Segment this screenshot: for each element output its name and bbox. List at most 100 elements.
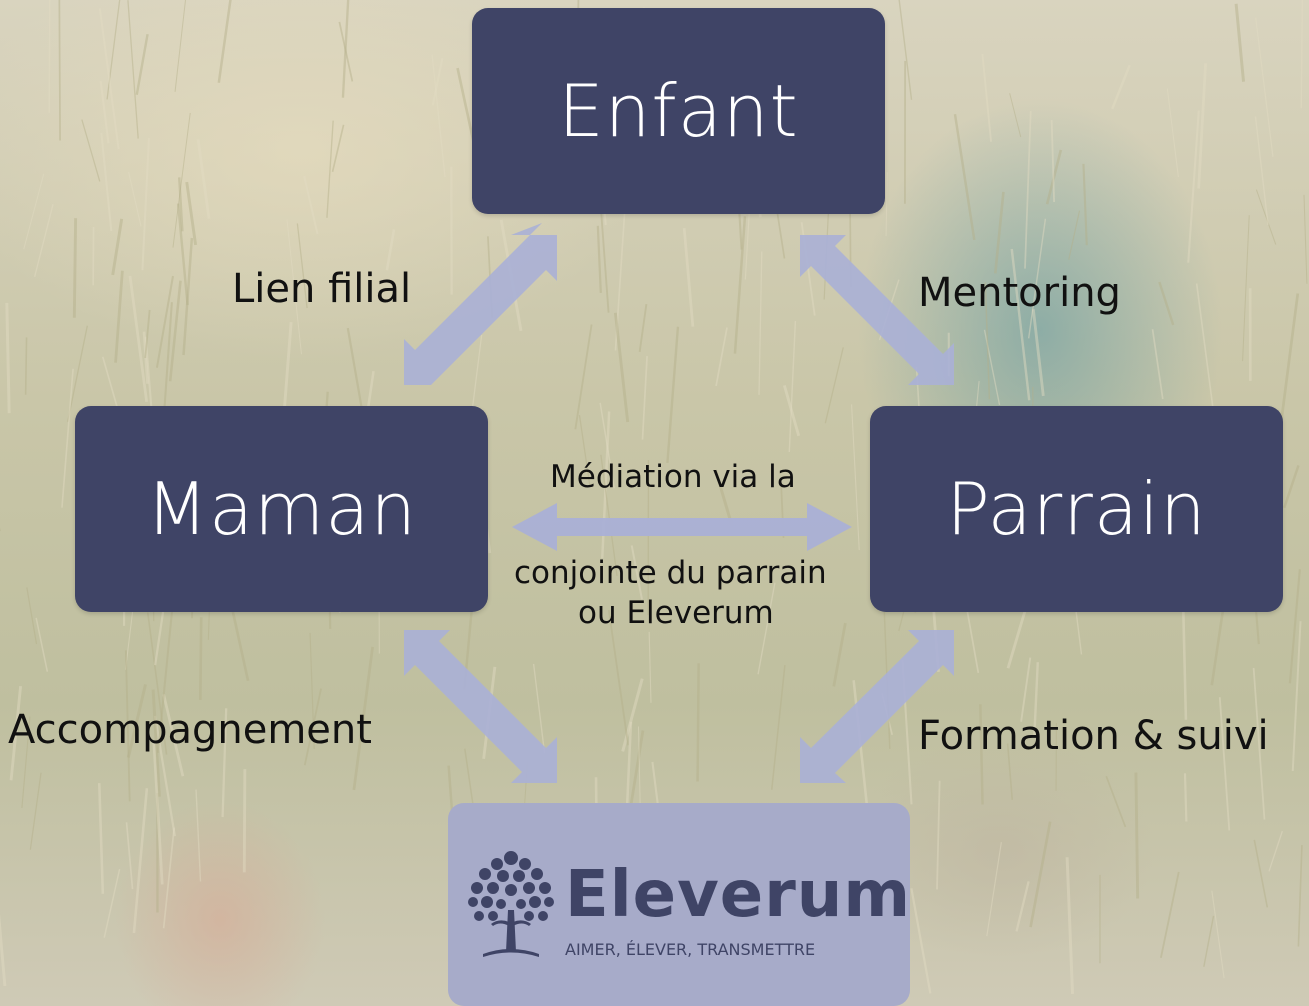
grass-blade bbox=[128, 171, 142, 227]
grass-blade bbox=[788, 320, 797, 453]
grass-blade bbox=[986, 842, 1002, 937]
grass-blade bbox=[286, 219, 302, 355]
label-mediation-line3: ou Eleverum bbox=[578, 595, 774, 631]
grass-blade bbox=[98, 8, 120, 150]
arrow-maman-eleverum bbox=[404, 630, 557, 783]
grass-blade bbox=[153, 715, 176, 837]
node-maman: Maman bbox=[75, 406, 488, 612]
grass-blade bbox=[1166, 88, 1179, 178]
grass-blade bbox=[936, 780, 941, 890]
grass-blade bbox=[174, 0, 187, 92]
grass-blade bbox=[128, 275, 149, 403]
grass-blade bbox=[196, 139, 211, 219]
grass-blade bbox=[195, 789, 202, 882]
grass-blade bbox=[1242, 215, 1250, 362]
grass-blade bbox=[124, 650, 131, 802]
grass-blade bbox=[1288, 569, 1301, 684]
grass-blade bbox=[135, 34, 149, 95]
grass-blade bbox=[621, 678, 644, 752]
grass-blade bbox=[770, 664, 786, 790]
grass-blade bbox=[1151, 329, 1164, 400]
grass-blade bbox=[1160, 871, 1180, 959]
grass-blade bbox=[152, 741, 164, 885]
grass-blade bbox=[100, 132, 113, 232]
grass-blade bbox=[81, 119, 101, 182]
grass-blade bbox=[431, 57, 444, 106]
grass-blade bbox=[1291, 621, 1302, 772]
grass-blade bbox=[21, 716, 31, 809]
grass-blade bbox=[1010, 248, 1031, 401]
grass-blade bbox=[141, 138, 150, 271]
grass-blade bbox=[127, 0, 139, 139]
grass-blade bbox=[23, 173, 45, 250]
grass-blade bbox=[979, 704, 984, 805]
grass-blade bbox=[9, 686, 23, 781]
grass-blade bbox=[29, 772, 42, 850]
grass-blade bbox=[1203, 915, 1215, 967]
grass-blade bbox=[103, 868, 121, 938]
grass-blade bbox=[61, 368, 74, 508]
label-formation-suivi: Formation & suivi bbox=[918, 713, 1269, 759]
grass-blade bbox=[99, 80, 110, 144]
label-mediation-line1: Médiation via la bbox=[550, 459, 796, 495]
grass-blade bbox=[67, 325, 88, 422]
grass-blade bbox=[1134, 772, 1140, 899]
grass-blade bbox=[715, 327, 728, 387]
grass-blade bbox=[178, 177, 184, 232]
grass-blade bbox=[1050, 120, 1056, 203]
grass-blade bbox=[613, 312, 630, 423]
grass-blade bbox=[0, 913, 7, 987]
grass-blade bbox=[156, 603, 174, 753]
grass-blade bbox=[1020, 657, 1032, 722]
grass-blade bbox=[1268, 830, 1283, 872]
grass-blade bbox=[111, 218, 124, 276]
grass-blade bbox=[72, 218, 78, 318]
arrow-parrain-eleverum bbox=[800, 630, 954, 783]
grass-blade bbox=[231, 609, 250, 682]
grass-blade bbox=[1082, 163, 1088, 246]
grass-blade bbox=[1300, 0, 1304, 109]
grass-blade bbox=[1105, 775, 1127, 828]
grass-blade bbox=[1158, 281, 1175, 326]
label-mediation-line2: conjointe du parrain bbox=[514, 555, 827, 591]
node-enfant: Enfant bbox=[472, 8, 885, 214]
grass-blade bbox=[176, 203, 189, 306]
logo-tagline: AIMER, ÉLEVER, TRANSMETTRE bbox=[565, 940, 816, 959]
grass-blade bbox=[1252, 667, 1266, 820]
grass-blade bbox=[126, 684, 147, 758]
grass-blade bbox=[1045, 149, 1063, 205]
grass-blade bbox=[1253, 839, 1269, 908]
grass-blade bbox=[910, 888, 932, 994]
grass-blade bbox=[614, 196, 627, 351]
grass-blade bbox=[953, 113, 976, 241]
grass-blade bbox=[142, 331, 149, 384]
grass-blade bbox=[125, 822, 134, 890]
grass-blade bbox=[696, 663, 700, 782]
grass-blade bbox=[1255, 189, 1277, 245]
grass-blade bbox=[132, 788, 149, 934]
grass-blade bbox=[309, 632, 315, 750]
grass-blade bbox=[601, 411, 611, 559]
grass-blade bbox=[182, 237, 194, 356]
grass-blade bbox=[1009, 93, 1022, 138]
grass-blade bbox=[58, 0, 61, 141]
grass-blade bbox=[155, 275, 174, 368]
grass-blade bbox=[26, 587, 38, 645]
grass-blade bbox=[1031, 309, 1045, 397]
grass-blade bbox=[600, 454, 618, 577]
grass-blade bbox=[648, 631, 652, 703]
grass-blade bbox=[758, 251, 763, 395]
label-mentoring: Mentoring bbox=[918, 270, 1121, 316]
grass-blade bbox=[641, 356, 648, 440]
node-parrain: Parrain bbox=[870, 406, 1283, 612]
grass-blade bbox=[625, 721, 633, 804]
grass-blade bbox=[1111, 64, 1131, 110]
grass-blade bbox=[431, 54, 446, 178]
tree-logo-icon bbox=[468, 851, 554, 957]
grass-blade bbox=[532, 663, 546, 754]
label-lien-filial: Lien filial bbox=[232, 266, 412, 312]
grass-blade bbox=[578, 415, 591, 487]
grass-blade bbox=[1068, 210, 1081, 260]
grass-blade bbox=[168, 280, 182, 382]
grass-blade bbox=[599, 402, 615, 489]
